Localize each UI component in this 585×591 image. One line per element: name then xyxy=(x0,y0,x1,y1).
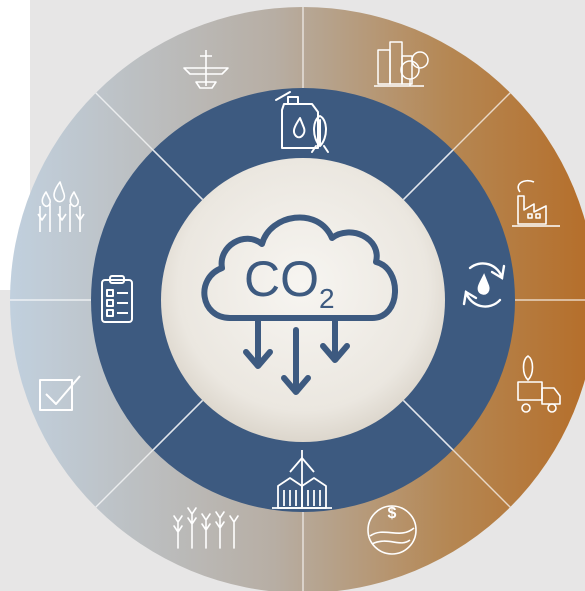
center-disc xyxy=(161,158,445,442)
co2-subscript-text: 2 xyxy=(319,283,335,314)
farm-money-icon: $ xyxy=(367,505,417,555)
inner-divider-line xyxy=(152,149,204,201)
water-recycle-icon xyxy=(462,262,506,308)
checkbox-icon xyxy=(39,375,81,411)
outer-divider-line xyxy=(452,92,511,151)
co2-label: CO2 xyxy=(244,251,335,314)
outer-ring-dividers xyxy=(10,7,585,591)
inner-divider-line xyxy=(152,399,204,451)
silo-grain-icon xyxy=(272,450,332,509)
fuel-can-corn-icon xyxy=(275,91,329,153)
water-drops-grain-icon xyxy=(37,181,85,232)
wheat-crops-icon xyxy=(173,507,239,549)
outer-divider-line xyxy=(95,92,154,151)
inner-divider-line xyxy=(402,399,454,451)
co2-cloud-icon xyxy=(201,214,398,395)
factory-icon xyxy=(512,179,560,227)
outer-divider-line xyxy=(452,449,511,508)
aircraft-icon xyxy=(183,50,229,89)
clipboard-checklist-icon xyxy=(101,275,133,323)
city-trees-icon xyxy=(374,41,429,87)
inner-divider-line xyxy=(402,149,454,201)
dollar-sign-text: $ xyxy=(388,505,397,522)
inner-ring-dividers xyxy=(152,149,454,451)
outer-divider-line xyxy=(95,449,154,508)
co2-main-text: CO xyxy=(244,251,319,307)
corn-truck-icon xyxy=(517,355,561,413)
